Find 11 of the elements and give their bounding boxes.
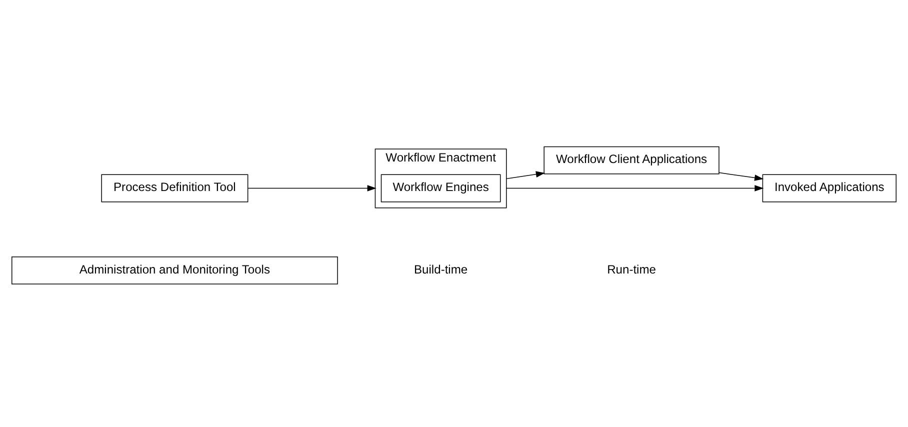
node-box: Workflow Client Applications <box>544 146 720 174</box>
node-box: Process Definition Tool <box>101 174 248 202</box>
label: Build-time <box>414 262 468 276</box>
arrow <box>248 185 376 192</box>
arrow <box>506 185 764 192</box>
node-box: Administration and Monitoring Tools <box>12 256 338 284</box>
node-box: Workflow Engines <box>380 174 501 202</box>
node-box: Invoked Applications <box>762 174 896 202</box>
label: Run-time <box>607 262 656 276</box>
arrow <box>506 171 545 180</box>
arrow <box>718 172 764 181</box>
